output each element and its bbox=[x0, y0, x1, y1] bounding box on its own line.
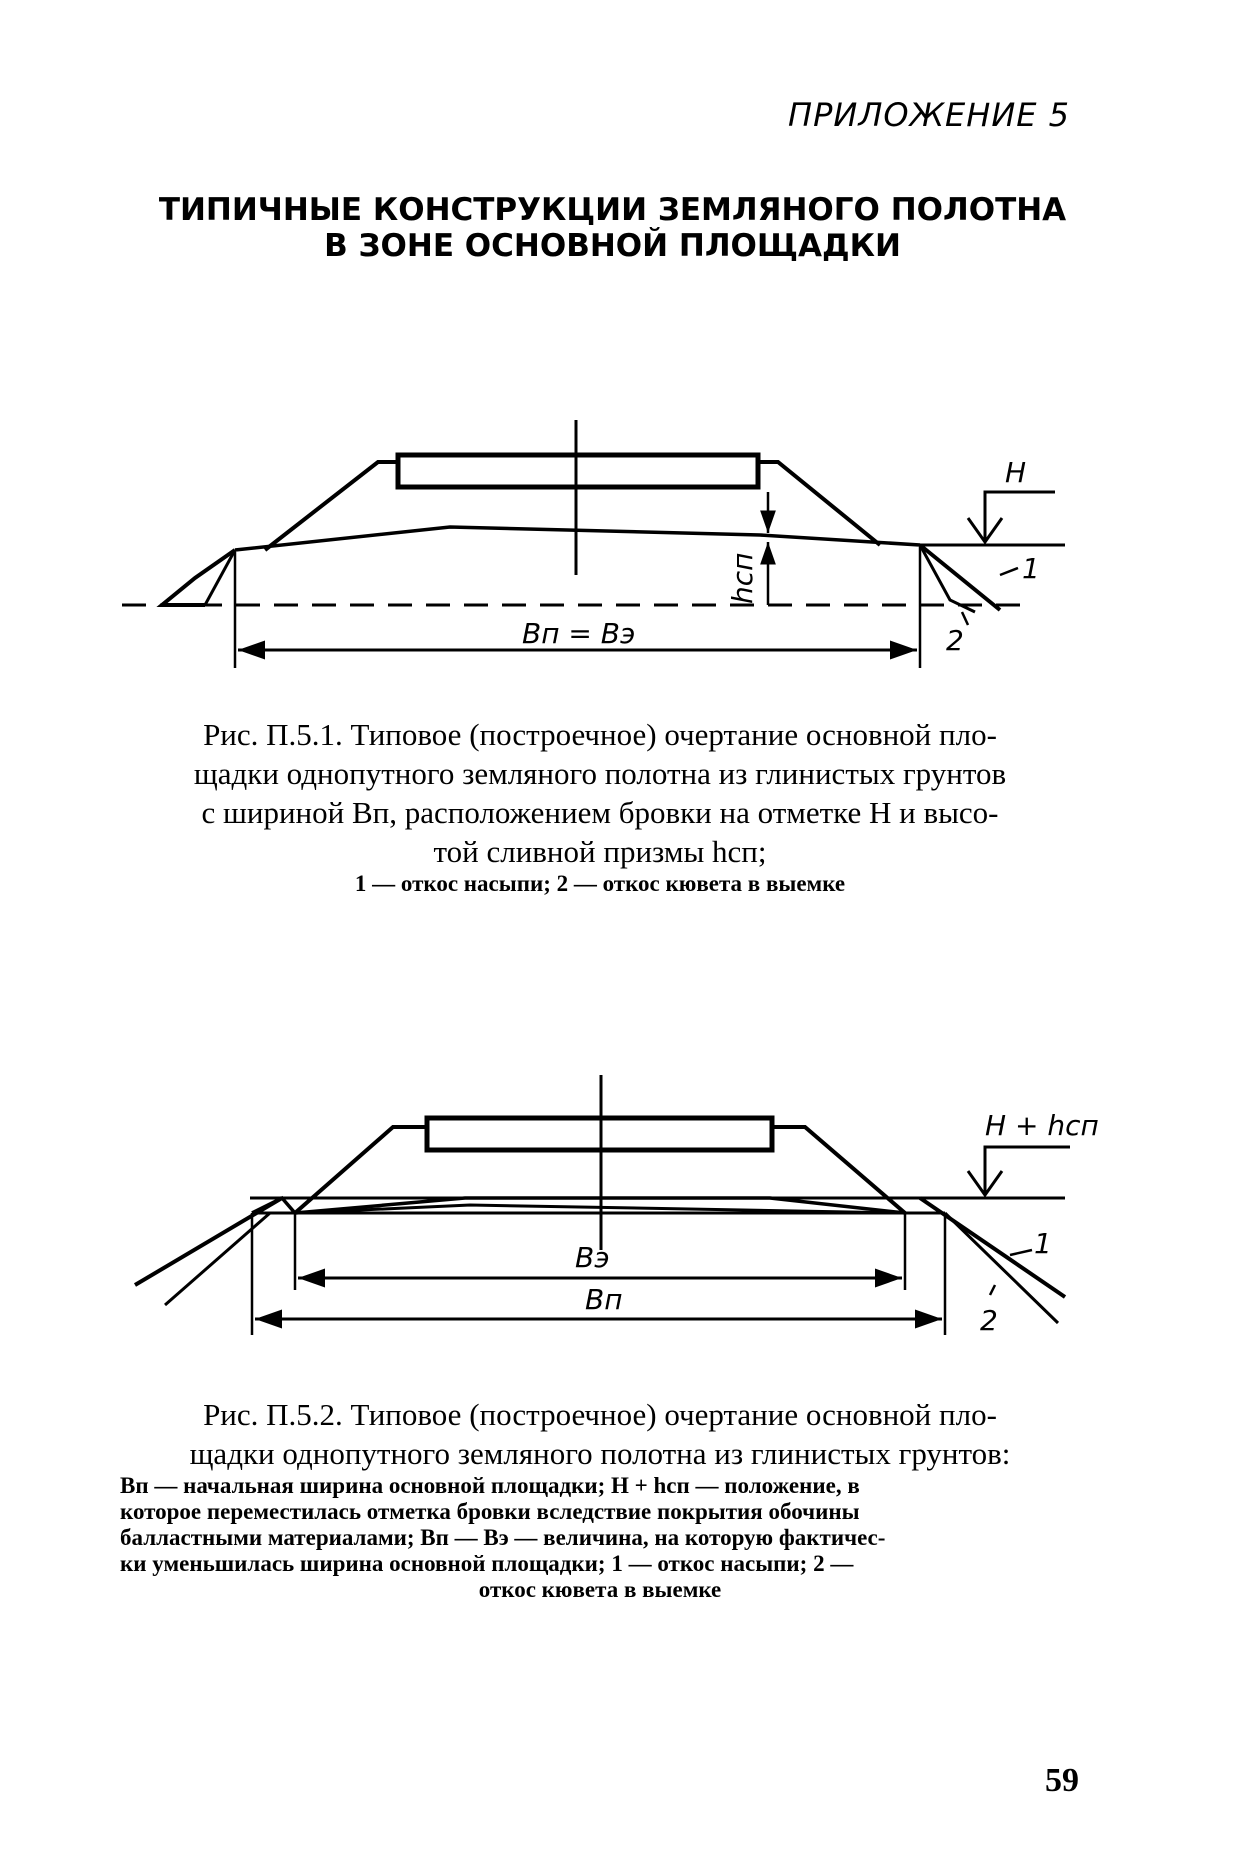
width-label: Bп = Bэ bbox=[522, 617, 635, 650]
fig2-legend-line-2: которое переместилась отметка бровки всл… bbox=[120, 1499, 860, 1524]
fig1-caption-line-2: щадки однопутного земляного полотна из г… bbox=[193, 756, 1007, 791]
fig2-caption-line-2: щадки однопутного земляного полотна из г… bbox=[189, 1436, 1011, 1471]
h-marker-arrow bbox=[966, 517, 1004, 545]
h-label: H bbox=[1005, 456, 1026, 489]
appendix-label: ПРИЛОЖЕНИЕ 5 bbox=[788, 96, 1070, 134]
fig2-legend-line-1: Bп — начальная ширина основной площадки;… bbox=[120, 1473, 860, 1498]
slope-2-line bbox=[943, 1211, 1060, 1325]
fig2-legend-line-3: балластными материалами; Bп — Bэ — велич… bbox=[120, 1525, 886, 1550]
subgrade-top-line bbox=[234, 525, 921, 552]
ballast-prism-right bbox=[772, 1125, 907, 1215]
page-number: 59 bbox=[1045, 1762, 1079, 1799]
fig2-legend-line-4: ки уменьшилась ширина основной площадки;… bbox=[120, 1551, 854, 1576]
figure-2-diagram: H + hсп Bэ Bп 1 2 bbox=[133, 1075, 1099, 1337]
slope-1-label: 1 bbox=[1022, 552, 1040, 585]
slope-2-label: 2 bbox=[980, 1304, 998, 1337]
page-title: ТИПИЧНЫЕ КОНСТРУКЦИИ ЗЕМЛЯНОГО ПОЛОТНА В… bbox=[0, 192, 1260, 264]
left-slope-1 bbox=[133, 1196, 284, 1287]
fig1-legend: 1 — откос насыпи; 2 — откос кювета в вые… bbox=[354, 871, 846, 896]
fig2-legend-line-5: откос кювета в выемке bbox=[478, 1577, 722, 1602]
slope-1-label: 1 bbox=[1034, 1227, 1052, 1260]
bn-label: Bп bbox=[585, 1283, 623, 1316]
ballast-prism bbox=[263, 460, 398, 552]
fig1-caption-line-1: Рис. П.5.1. Типовое (построечное) очерта… bbox=[203, 717, 997, 752]
fig1-caption-line-3: с шириной Bп, расположением бровки на от… bbox=[201, 795, 999, 830]
fig1-caption-line-4: той сливной призмы hсп; bbox=[433, 834, 767, 869]
left-slope bbox=[156, 548, 237, 607]
h-hcp-label: H + hсп bbox=[985, 1109, 1099, 1142]
ballast-prism bbox=[293, 1125, 427, 1215]
slope-1-line bbox=[918, 543, 1002, 612]
title-line-2: В ЗОНЕ ОСНОВНОЙ ПЛОЩАДКИ bbox=[324, 228, 901, 264]
fig2-caption-line-1: Рис. П.5.2. Типовое (построечное) очерта… bbox=[203, 1397, 997, 1432]
slope-2-line bbox=[918, 544, 976, 614]
figure-2-caption: Рис. П.5.2. Типовое (построечное) очерта… bbox=[120, 1395, 1080, 1603]
be-label: Bэ bbox=[575, 1241, 610, 1274]
h-marker bbox=[983, 490, 1055, 540]
ballast-prism-right bbox=[758, 460, 882, 547]
title-line-1: ТИПИЧНЫЕ КОНСТРУКЦИИ ЗЕМЛЯНОГО ПОЛОТНА bbox=[158, 192, 1067, 228]
slope-2-label: 2 bbox=[946, 624, 964, 657]
hcp-label: hсп bbox=[726, 553, 759, 604]
left-slope-2 bbox=[203, 549, 237, 606]
h-hcp-marker bbox=[983, 1145, 1070, 1193]
figure-1-diagram: H hсп Bп = Bэ 1 2 bbox=[122, 420, 1065, 668]
sleeper bbox=[395, 452, 761, 490]
figure-1-caption: Рис. П.5.1. Типовое (построечное) очерта… bbox=[120, 715, 1080, 897]
